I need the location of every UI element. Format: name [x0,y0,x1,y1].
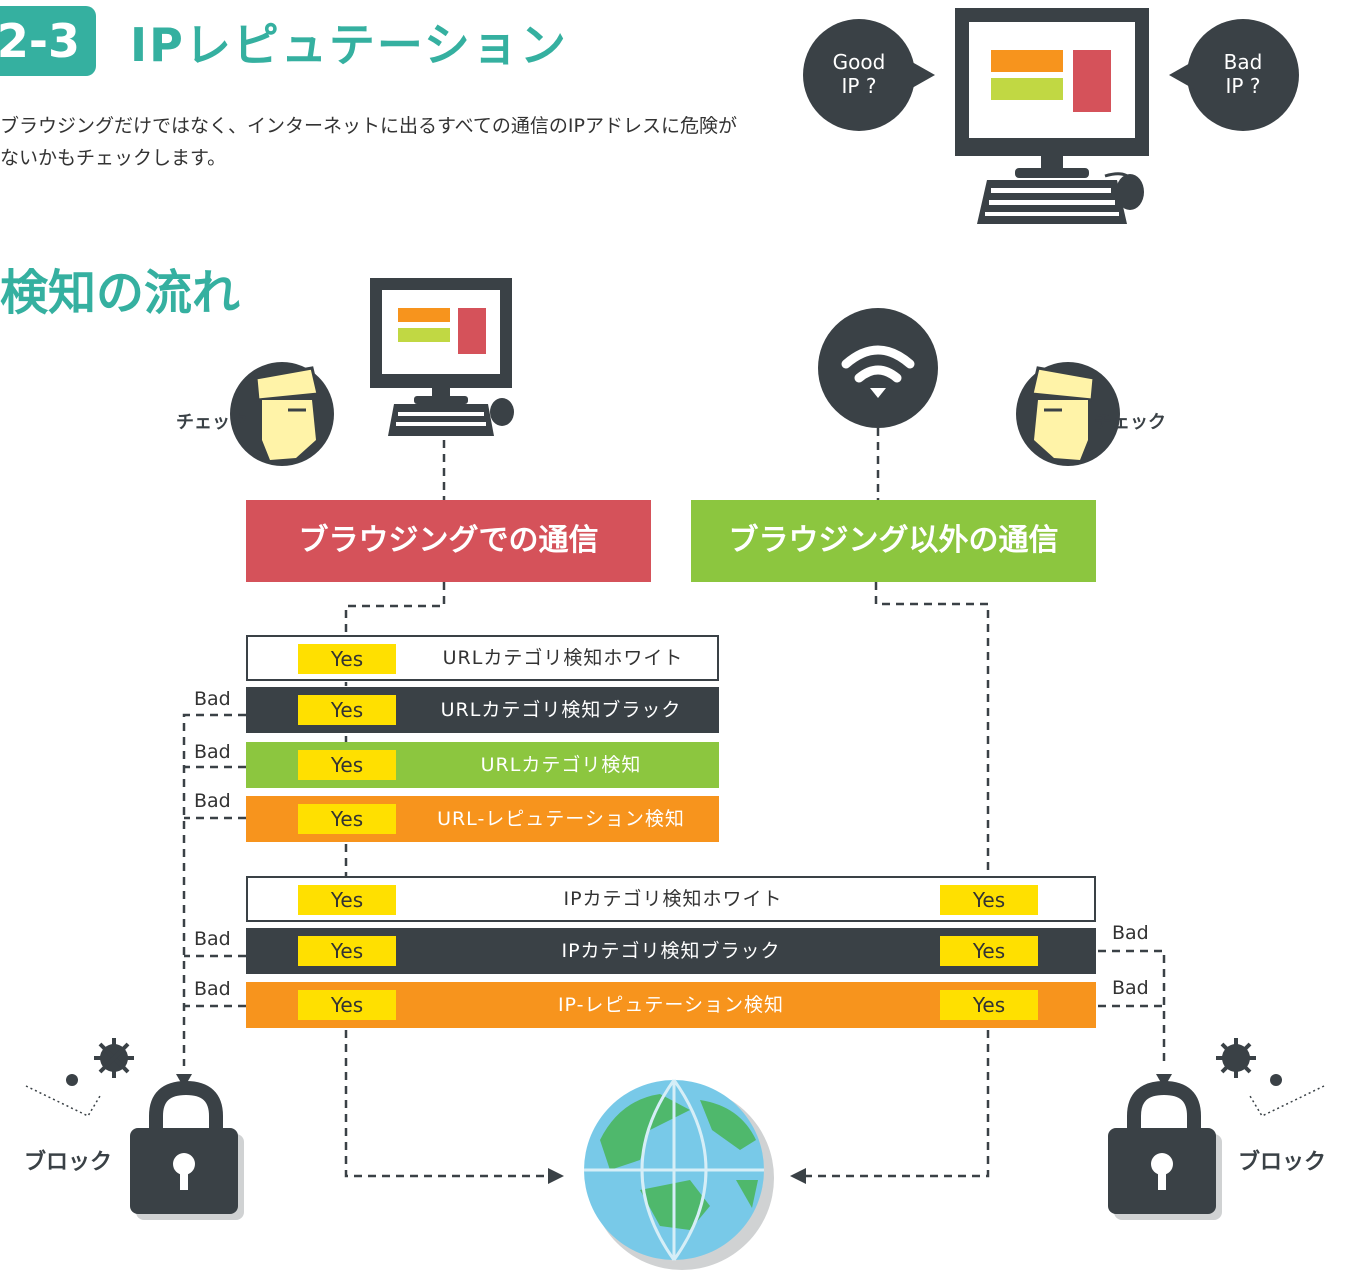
ip-category-white-row: Yes IPカテゴリ検知ホワイト Yes [246,876,1096,922]
check-label-left: チェック [176,412,248,433]
yes-tag: Yes [298,644,396,674]
ip-row-label: IP-レピュテーション検知 [557,994,785,1016]
speech-bubble-left [803,19,915,131]
ip-row-label: IPカテゴリ検知ブラック [561,940,781,962]
yes-tag-right: Yes [940,990,1038,1020]
non-browsing-traffic-box: ブラウジング以外の通信 [691,500,1096,582]
bad-label: Bad [194,688,231,710]
virus-icon-right [1216,1038,1325,1117]
page-title: IPレピュテーション [130,18,568,72]
arrow-to-block-left [176,1074,192,1088]
bad-label: Bad [1112,977,1149,999]
wifi-icon [818,308,938,428]
lock-icon-right [1108,1080,1222,1220]
yes-tag: Yes [298,804,396,834]
hero-illustration [803,8,1299,224]
virus-icon-left [25,1038,134,1117]
description-text: ブラウジングだけではなく、インターネットに出るすべての通信のIPアドレスに危険が… [0,115,737,169]
bad-label: Bad [194,928,231,950]
yes-tag-right: Yes [940,936,1038,966]
url-row-label: URLカテゴリ検知 [480,754,642,776]
bubble-text-good-ip: Good IP ? [832,50,886,98]
bubble-text-bad-ip: Bad IP ? [1223,50,1263,98]
arrow-to-globe-right [790,1168,806,1184]
flow-bottom-icons [25,1038,1325,1270]
speech-bubble-right [1187,19,1299,131]
url-category-black-row: Yes URLカテゴリ検知ブラック [246,687,719,733]
section-number-badge: 2-3 [0,6,96,76]
bad-label: Bad [194,741,231,763]
browsing-traffic-box: ブラウジングでの通信 [246,500,651,582]
yes-tag-left: Yes [298,990,396,1020]
globe-icon [584,1079,774,1270]
url-category-white-row: Yes URLカテゴリ検知ホワイト [246,635,719,681]
url-row-label: URLカテゴリ検知ホワイト [442,647,684,669]
block-label-right: ブロック [1238,1150,1327,1175]
guard-icon-right [1016,362,1120,466]
ip-reputation-row: Yes IP-レピュテーション検知 Yes [246,982,1096,1028]
check-label-right: チェック [1094,412,1166,433]
arrow-to-globe-left [548,1168,564,1184]
computer-monitor-icon [955,8,1149,224]
url-row-label: URLカテゴリ検知ブラック [440,699,682,721]
computer-icon [370,278,514,436]
bad-label: Bad [1112,922,1149,944]
url-row-label: URL-レピュテーション検知 [437,808,685,830]
block-label-left: ブロック [24,1150,113,1175]
yes-tag: Yes [298,750,396,780]
yes-tag-left: Yes [298,885,396,915]
yes-tag-right: Yes [940,885,1038,915]
url-reputation-row: Yes URL-レピュテーション検知 [246,796,719,842]
ip-row-label: IPカテゴリ検知ホワイト [563,888,783,910]
yes-tag-left: Yes [298,936,396,966]
flow-top-icons [230,278,1120,466]
section-title: 検知の流れ [0,265,241,321]
ip-category-black-row: Yes IPカテゴリ検知ブラック Yes [246,928,1096,974]
yes-tag: Yes [298,695,396,725]
url-category-row: Yes URLカテゴリ検知 [246,742,719,788]
bad-label: Bad [194,790,231,812]
lock-icon-left [130,1080,244,1220]
guard-icon-left [230,362,334,466]
bad-label: Bad [194,978,231,1000]
